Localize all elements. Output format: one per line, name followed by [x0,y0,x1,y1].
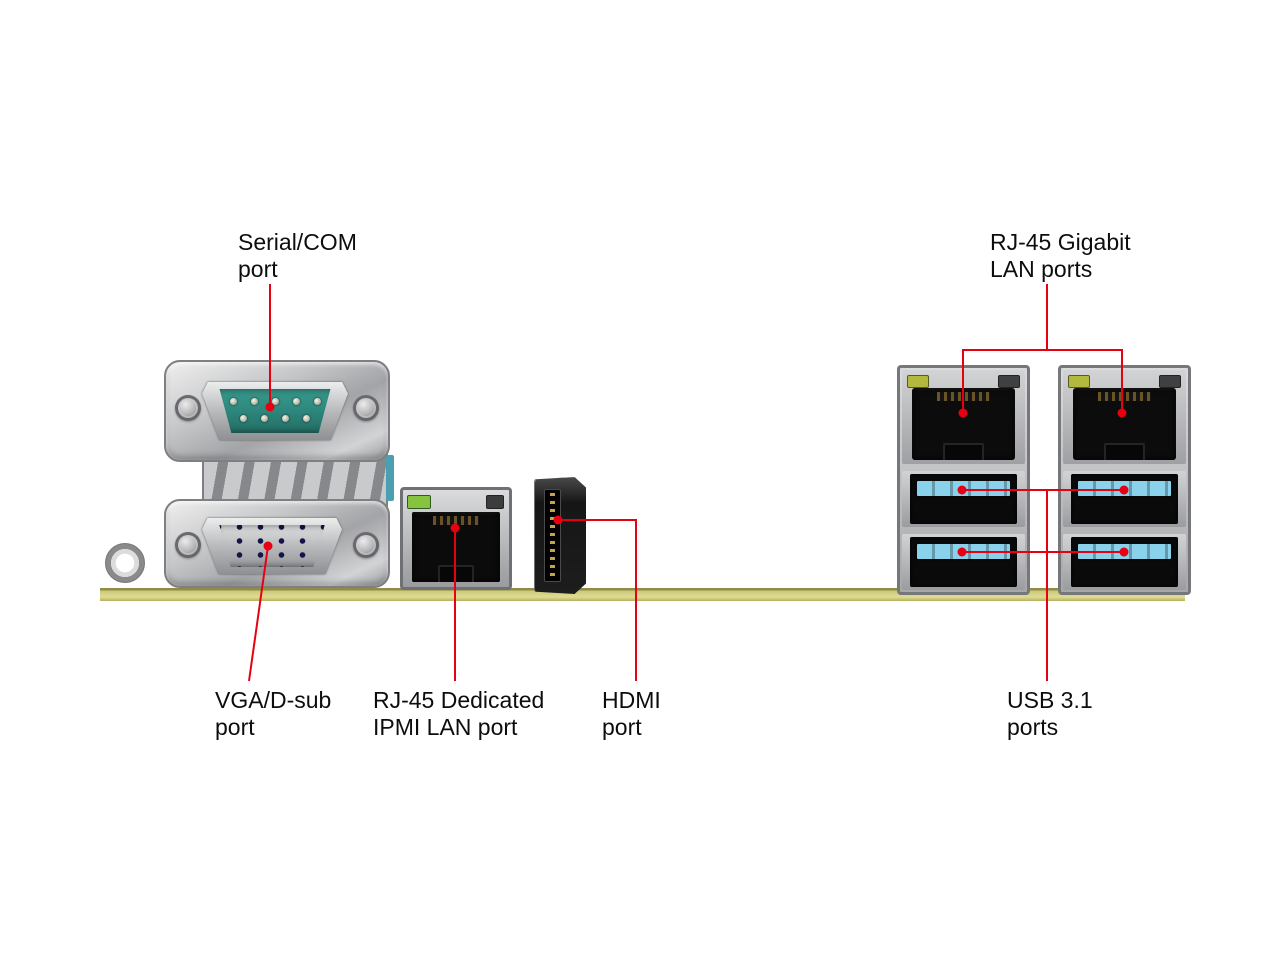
lan-usb-stack-right [1058,365,1191,595]
label-usb-ports: USB 3.1 ports [1007,687,1093,740]
usb-opening [1071,474,1178,524]
serial-com-port [202,382,348,440]
rj45-opening [412,512,500,582]
lan-activity-led [1068,375,1090,388]
usb-tongue [917,544,1010,559]
rj45-opening [1073,388,1176,460]
connector-sliver [386,455,394,501]
lan-link-led [1159,375,1181,388]
bracket-screw [175,532,201,558]
label-serial-com-port: Serial/COM port [238,229,357,282]
rj45-contacts [433,516,479,525]
usb-opening [1071,537,1178,587]
usb-tongue [917,481,1010,496]
serial-pin [230,398,237,405]
label-hdmi-port: HDMI port [602,687,661,740]
serial-connector-face [219,389,331,433]
hdmi-contacts [550,493,555,578]
usb-tongue [1078,481,1171,496]
bracket-screw [175,395,201,421]
usb-3-1-port-1 [902,471,1025,527]
serial-pin [251,398,258,405]
label-gigabit-lan-ports: RJ-45 Gigabit LAN ports [990,229,1131,282]
bracket-screw [353,532,379,558]
serial-pin [272,398,279,405]
lan-activity-led [407,495,431,509]
lan-link-led [486,495,504,509]
usb-opening [910,537,1017,587]
serial-pin [314,398,321,405]
bracket-screw [353,395,379,421]
usb-3-1-port-3 [1063,471,1186,527]
label-vga-port: VGA/D-sub port [215,687,332,740]
rj45-latch-slot [1103,443,1146,460]
rj45-contacts [936,392,991,401]
vga-connector-face [219,525,325,567]
rj45-latch-slot [942,443,985,460]
standoff-screw [105,543,145,583]
usb-tongue [1078,544,1171,559]
vga-d-sub-port [202,518,342,574]
usb-3-1-port-2 [902,534,1025,590]
rj45-contacts [1097,392,1152,401]
gigabit-lan-port-2 [1063,370,1186,464]
rj45-opening [912,388,1015,460]
serial-bracket-plate [164,360,390,462]
ipmi-lan-port [400,487,512,590]
serial-pin [282,415,289,422]
serial-pin [261,415,268,422]
label-ipmi-lan-port: RJ-45 Dedicated IPMI LAN port [373,687,545,740]
vga-bracket-plate [164,499,390,588]
lan-usb-stack-left [897,365,1030,595]
usb-3-1-port-4 [1063,534,1186,590]
serial-pin [240,415,247,422]
usb-opening [910,474,1017,524]
rj45-latch-slot [438,565,474,582]
lan-activity-led [907,375,929,388]
serial-pin [303,415,310,422]
gigabit-lan-port-1 [902,370,1025,464]
lan-link-led [998,375,1020,388]
hdmi-port [534,477,586,594]
serial-pin [293,398,300,405]
